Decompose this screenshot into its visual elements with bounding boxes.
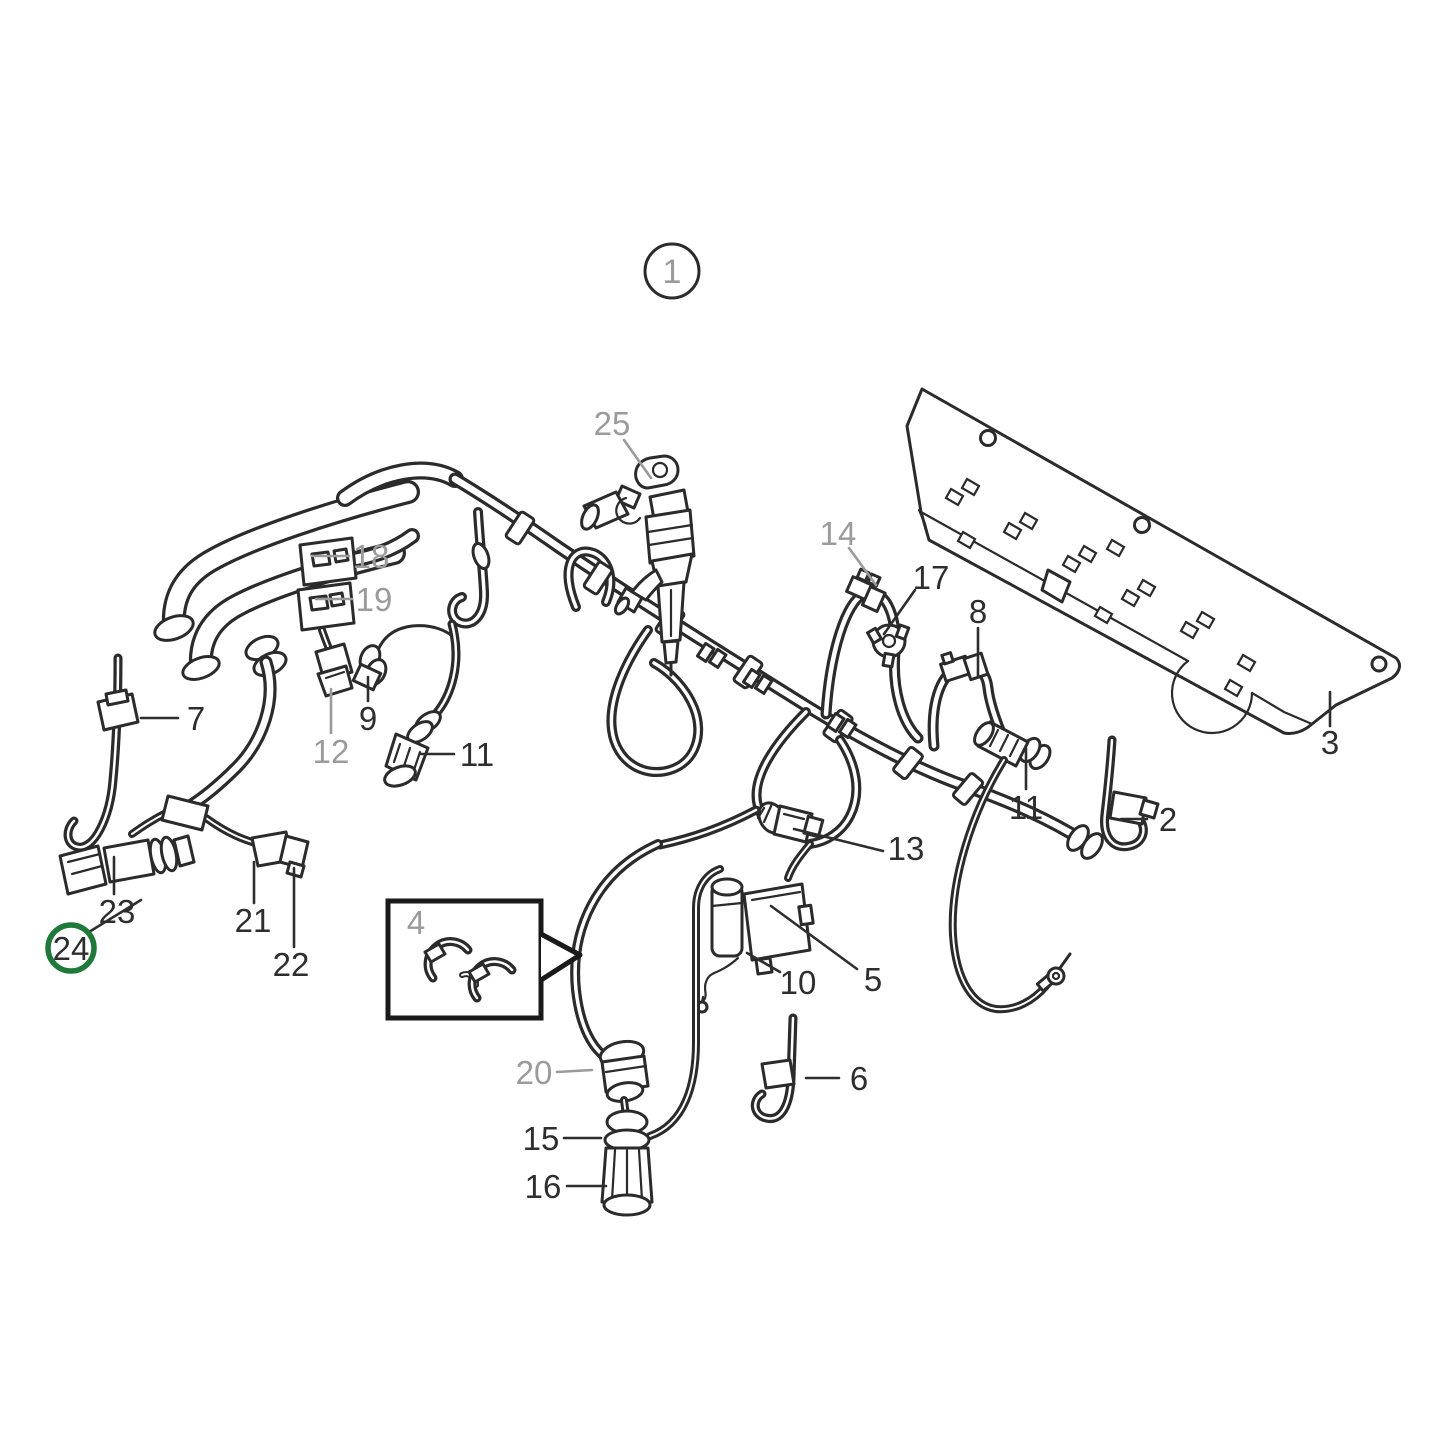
callout-label-8-9: 8 bbox=[969, 593, 987, 630]
part-sensor-20 bbox=[570, 839, 724, 1140]
connector-17 bbox=[866, 623, 911, 669]
inset-box bbox=[385, 898, 544, 1021]
callout-label-20-21: 20 bbox=[516, 1054, 553, 1091]
part-fitting-15-16 bbox=[600, 1109, 654, 1217]
part-bracket-3 bbox=[905, 387, 1401, 735]
part-injector bbox=[613, 488, 696, 677]
connector-21-22 bbox=[250, 830, 310, 879]
callout-label-16-24: 16 bbox=[525, 1168, 562, 1205]
callout-label-3-10: 3 bbox=[1321, 724, 1339, 761]
callout-label-4-18: 4 bbox=[407, 904, 425, 941]
assembly-badge-label: 1 bbox=[663, 253, 682, 291]
part-connector-12 bbox=[314, 626, 354, 698]
rail-studs bbox=[695, 641, 858, 739]
inset-pointer bbox=[539, 931, 583, 983]
connector-8 bbox=[939, 651, 990, 683]
callout-label-17-8: 17 bbox=[913, 559, 950, 596]
assembly-badge-circle bbox=[643, 242, 701, 300]
callout-label-22-17: 22 bbox=[273, 946, 310, 983]
leader-line-10-20 bbox=[745, 951, 782, 974]
callout-label-5-19: 5 bbox=[864, 961, 882, 998]
part-connector-13 bbox=[655, 707, 825, 850]
callout-label-13-13: 13 bbox=[888, 830, 925, 867]
part-elbow-11-right bbox=[973, 720, 1052, 771]
callout-label-12-5: 12 bbox=[313, 733, 350, 770]
callout-label-21-15: 21 bbox=[235, 902, 272, 939]
connector-14 bbox=[845, 567, 887, 613]
callout-label-14-7: 14 bbox=[820, 515, 857, 552]
callout-label-7-3: 7 bbox=[187, 700, 205, 737]
callout-label-25-0: 25 bbox=[594, 405, 631, 442]
part-elbow-9 bbox=[351, 624, 460, 692]
callout-label-6-22: 6 bbox=[850, 1060, 868, 1097]
callout-label-11-6: 11 bbox=[460, 736, 494, 773]
callout-label-19-2: 19 bbox=[356, 581, 393, 618]
part-y-cable-21-24 bbox=[58, 655, 310, 896]
part-hook-6 bbox=[750, 1013, 798, 1123]
callout-label-23-14: 23 bbox=[99, 893, 136, 930]
part-solenoid-5-10 bbox=[695, 877, 815, 1014]
leader-line-20-21 bbox=[555, 1068, 594, 1074]
part-clips-4 bbox=[423, 937, 517, 1003]
callout-label-18-1: 18 bbox=[353, 538, 390, 575]
leader-line-5-19 bbox=[769, 904, 859, 971]
part-valve-11-left bbox=[383, 619, 461, 788]
callout-label-24-16: 24 bbox=[53, 930, 90, 967]
part-inset-box-4 bbox=[385, 898, 583, 1021]
callout-layer: 25 18 19 7 912 11 14 17 8 3 2 11 13 23 21 24 22 4 5 10 20 6 15… bbox=[45, 405, 1339, 1205]
part-hook-7 bbox=[63, 653, 140, 852]
callout-label-11-12: 11 bbox=[1009, 789, 1043, 826]
leader-line-13-13 bbox=[792, 827, 885, 853]
part-injector-clamp-25 bbox=[580, 454, 680, 531]
callout-label-10-20: 10 bbox=[780, 964, 817, 1001]
leader-line-25-0 bbox=[622, 438, 653, 480]
part-manifold bbox=[153, 461, 464, 681]
callout-label-15-23: 15 bbox=[523, 1120, 560, 1157]
leader-line-17-8 bbox=[882, 588, 917, 636]
part-branch-right bbox=[820, 567, 1072, 1014]
callout-label-9-4: 9 bbox=[359, 700, 377, 737]
part-cable-right bbox=[948, 756, 1072, 1014]
assembly-badge: 1 bbox=[643, 242, 701, 300]
callout-label-2-11: 2 bbox=[1159, 801, 1177, 838]
leader-line-24-16 bbox=[87, 898, 143, 934]
leader-line-14-7 bbox=[847, 546, 878, 587]
connector-23-24 bbox=[58, 834, 196, 896]
highlight-ring-24 bbox=[45, 922, 97, 974]
part-hook-2 bbox=[1100, 735, 1160, 852]
